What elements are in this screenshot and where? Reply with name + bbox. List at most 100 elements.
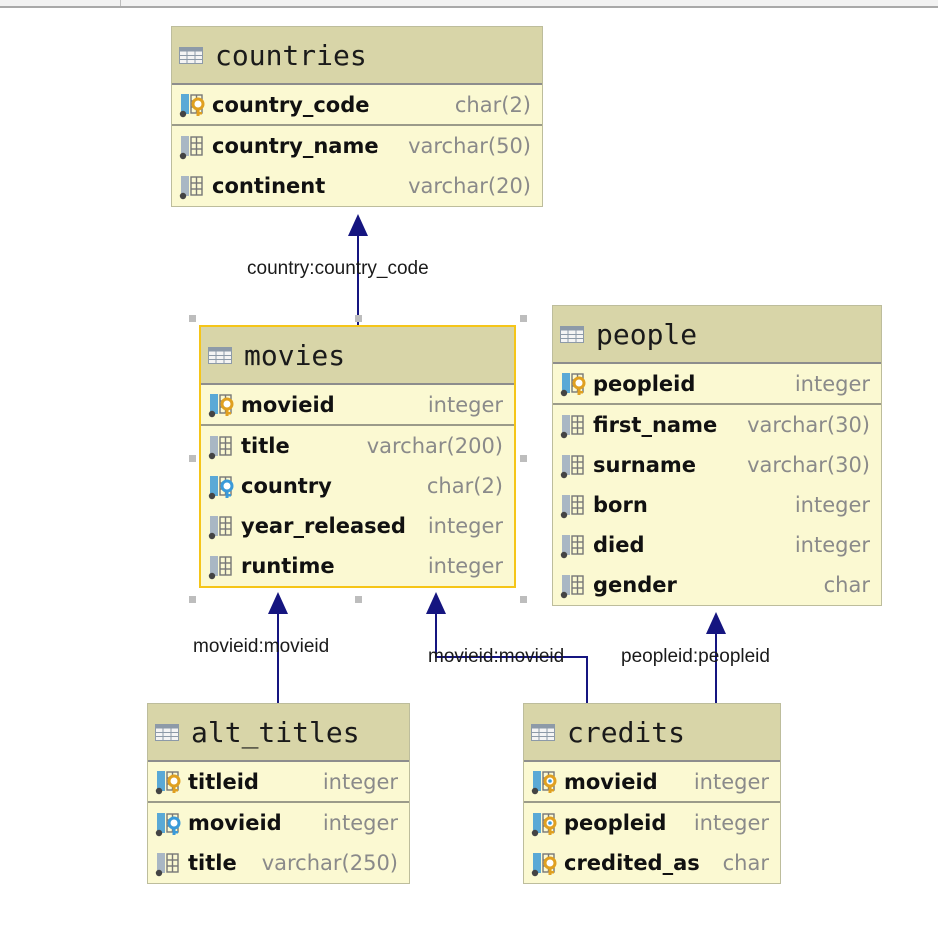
- column-type: varchar(200): [366, 434, 503, 458]
- table-icon: [560, 325, 584, 343]
- table-name: movies: [244, 338, 346, 372]
- column-icon: [560, 454, 584, 478]
- column-name: continent: [212, 174, 326, 198]
- arrowhead-icon: [268, 592, 288, 614]
- selection-handle[interactable]: [520, 596, 527, 603]
- column-row[interactable]: movieid integer: [201, 385, 514, 426]
- column-type: integer: [794, 533, 870, 557]
- table-header[interactable]: credits: [524, 704, 780, 762]
- primary-key-icon: [179, 94, 205, 118]
- column-type: integer: [427, 514, 503, 538]
- column-icon: [179, 175, 203, 199]
- column-name: gender: [593, 573, 677, 597]
- toolbar-divider: [120, 0, 121, 6]
- column-row[interactable]: peopleid integer: [524, 803, 780, 843]
- table-movies[interactable]: movies movieid integer title varchar(200) cou…: [199, 325, 516, 588]
- selection-handle[interactable]: [189, 455, 196, 462]
- selection-handle[interactable]: [355, 315, 362, 322]
- column-icon: [179, 135, 203, 159]
- column-icon: [208, 555, 232, 579]
- column-name: movieid: [241, 392, 335, 417]
- column-row[interactable]: title varchar(200): [201, 426, 514, 466]
- column-row[interactable]: country_name varchar(50): [172, 126, 542, 166]
- selection-handle[interactable]: [520, 455, 527, 462]
- column-type: integer: [693, 769, 769, 794]
- column-type: char(2): [426, 474, 503, 498]
- column-name: country_name: [212, 134, 379, 158]
- table-countries[interactable]: countries country_code char(2) country_name…: [171, 26, 543, 207]
- column-name: credited_as: [564, 851, 700, 875]
- column-icon: [560, 574, 584, 598]
- table-header[interactable]: countries: [172, 27, 542, 85]
- column-type: integer: [693, 811, 769, 835]
- column-row[interactable]: titleid integer: [148, 762, 409, 803]
- table-icon: [531, 723, 555, 741]
- table-name: countries: [215, 38, 367, 72]
- column-type: varchar(250): [261, 851, 398, 875]
- selection-handle[interactable]: [355, 596, 362, 603]
- column-name: titleid: [188, 769, 259, 794]
- arrowhead-icon: [706, 612, 726, 634]
- column-type: varchar(20): [408, 174, 531, 198]
- arrowhead-icon: [426, 592, 446, 614]
- column-type: char(2): [454, 92, 531, 117]
- column-icon: [560, 534, 584, 558]
- column-row[interactable]: continent varchar(20): [172, 166, 542, 206]
- column-icon: [208, 435, 232, 459]
- primary-foreign-key-icon: [531, 812, 557, 836]
- column-type: varchar(50): [408, 134, 531, 158]
- selection-handle[interactable]: [189, 596, 196, 603]
- column-name: peopleid: [564, 811, 667, 835]
- column-row[interactable]: country_code char(2): [172, 85, 542, 126]
- selection-handle[interactable]: [189, 315, 196, 322]
- canvas-toolbar-strip: [0, 0, 938, 8]
- column-row[interactable]: credited_as char: [524, 843, 780, 883]
- table-credits[interactable]: credits movieid integer peopleid integer cred…: [523, 703, 781, 884]
- selection-handle[interactable]: [520, 315, 527, 322]
- table-icon: [208, 346, 232, 364]
- primary-key-icon: [531, 852, 557, 876]
- primary-key-icon: [155, 771, 181, 795]
- table-header[interactable]: people: [553, 306, 881, 364]
- column-row[interactable]: year_released integer: [201, 506, 514, 546]
- link-label: country:country_code: [247, 258, 429, 279]
- column-name: country_code: [212, 92, 370, 117]
- link-credits-movies[interactable]: [435, 614, 588, 703]
- column-icon: [208, 515, 232, 539]
- column-name: country: [241, 474, 332, 498]
- column-row[interactable]: country char(2): [201, 466, 514, 506]
- table-name: people: [596, 317, 698, 351]
- column-type: integer: [427, 392, 503, 417]
- link-label: movieid:movieid: [193, 636, 330, 657]
- table-header[interactable]: alt_titles: [148, 704, 409, 762]
- column-name: runtime: [241, 554, 335, 578]
- link-label: movieid:movieid: [428, 646, 565, 667]
- foreign-key-icon: [155, 812, 181, 836]
- column-icon: [560, 494, 584, 518]
- column-row[interactable]: movieid integer: [524, 762, 780, 803]
- column-name: movieid: [564, 769, 658, 794]
- primary-foreign-key-icon: [531, 771, 557, 795]
- column-name: year_released: [241, 514, 406, 538]
- table-header[interactable]: movies: [201, 327, 514, 385]
- column-name: peopleid: [593, 371, 696, 396]
- table-icon: [155, 723, 179, 741]
- column-type: integer: [322, 769, 398, 794]
- column-name: movieid: [188, 811, 282, 835]
- column-icon: [155, 852, 179, 876]
- column-icon: [560, 414, 584, 438]
- table-icon: [179, 46, 203, 64]
- column-type: char: [722, 851, 769, 875]
- column-name: title: [241, 434, 290, 458]
